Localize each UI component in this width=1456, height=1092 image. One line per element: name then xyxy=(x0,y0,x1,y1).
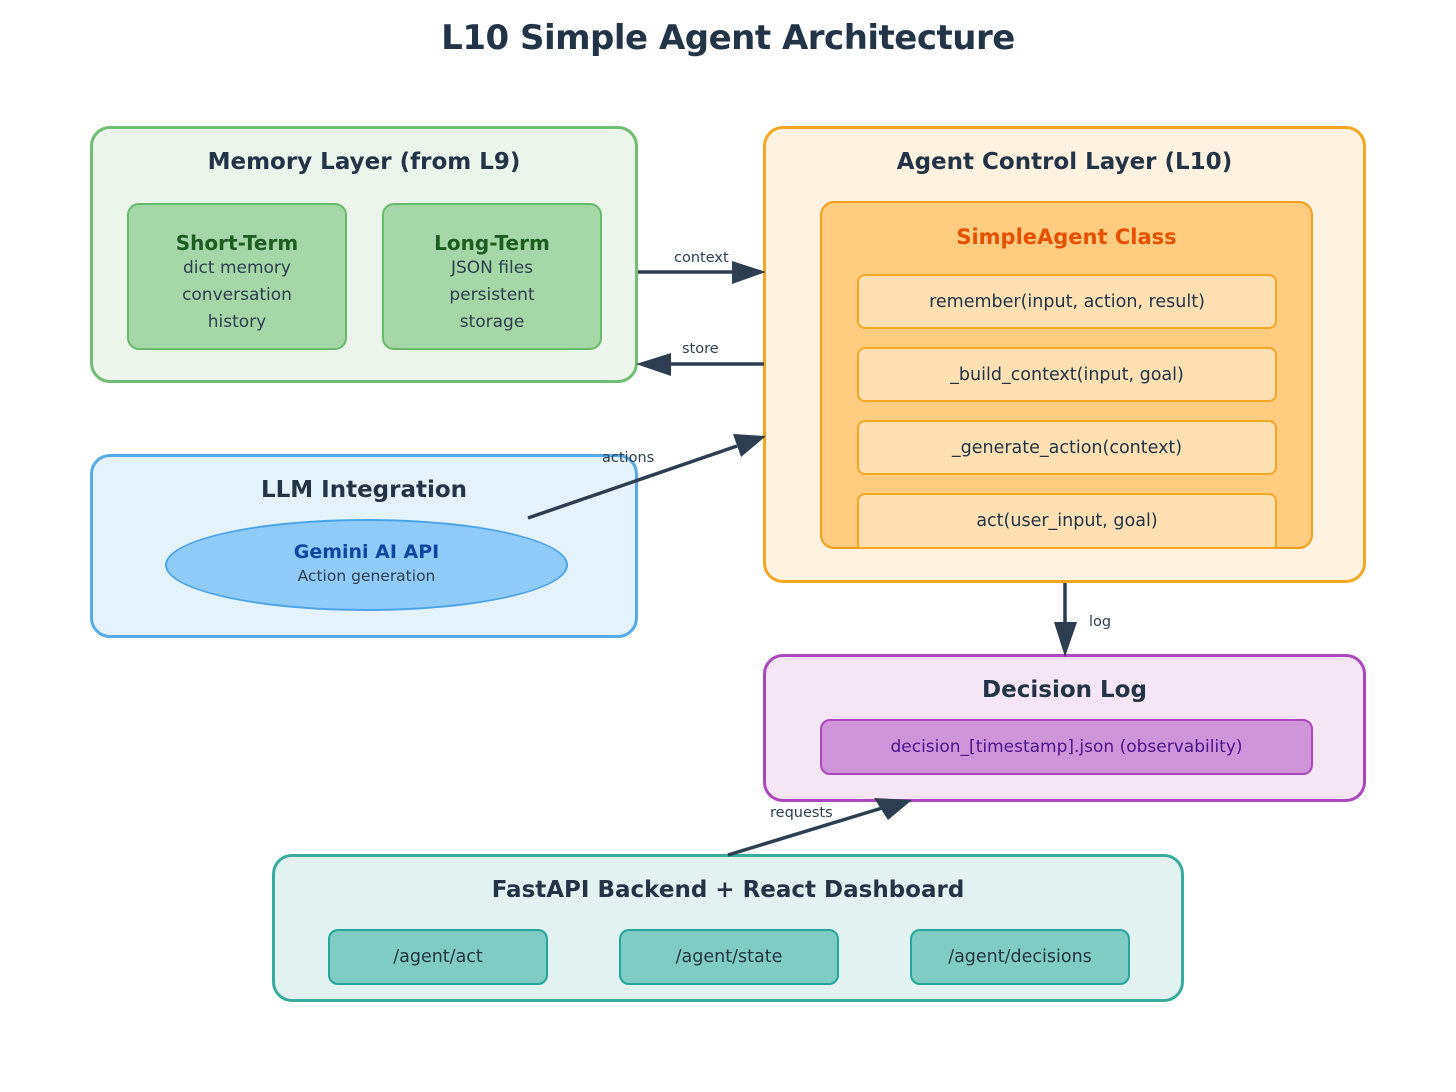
backend-title: FastAPI Backend + React Dashboard xyxy=(491,877,965,903)
decision-log-title: Decision Log xyxy=(982,677,1147,703)
llm-integration-title: LLM Integration xyxy=(260,477,468,503)
short-term-heading: Short-Term xyxy=(175,231,299,255)
long-term-memory-card: Long-Term JSON files persistent storage xyxy=(382,203,602,350)
context-label: context xyxy=(674,250,729,266)
endpoint-agent-decisions: /agent/decisions xyxy=(910,929,1130,985)
long-term-line: persistent xyxy=(449,285,535,305)
agent-control-layer-box: Agent Control Layer (L10) SimpleAgent Cl… xyxy=(763,126,1366,583)
short-term-line: conversation xyxy=(182,285,292,305)
memory-layer-box: Memory Layer (from L9) Short-Term dict m… xyxy=(90,126,638,383)
short-term-memory-card: Short-Term dict memory conversation hist… xyxy=(127,203,347,350)
log-arrow xyxy=(1054,583,1077,657)
long-term-line: storage xyxy=(459,312,525,332)
actions-arrowhead xyxy=(733,434,766,457)
llm-integration-box: LLM Integration Gemini AI API Action gen… xyxy=(90,454,638,638)
agent-control-layer-title: Agent Control Layer (L10) xyxy=(896,149,1233,175)
store-label: store xyxy=(682,341,719,357)
backend-box: FastAPI Backend + React Dashboard /agent… xyxy=(272,854,1184,1002)
gemini-api-desc: Action generation xyxy=(297,567,436,585)
decision-log-box: Decision Log decision_[timestamp].json (… xyxy=(763,654,1366,802)
method-build-context: _build_context(input, goal) xyxy=(857,347,1277,402)
context-arrowhead xyxy=(732,261,766,284)
short-term-line: history xyxy=(207,312,267,332)
diagram-title: L10 Simple Agent Architecture xyxy=(441,18,1015,58)
method-act: act(user_input, goal) xyxy=(857,493,1277,549)
decision-log-file: decision_[timestamp].json (observability… xyxy=(820,719,1313,775)
gemini-api-ellipse: Gemini AI API Action generation xyxy=(165,519,568,611)
endpoint-agent-act: /agent/act xyxy=(328,929,548,985)
store-arrowhead xyxy=(636,353,671,376)
method-generate-action: _generate_action(context) xyxy=(857,420,1277,475)
log-arrowhead xyxy=(1054,622,1077,657)
simpleagent-class-title: SimpleAgent Class xyxy=(956,225,1177,249)
memory-layer-title: Memory Layer (from L9) xyxy=(207,149,521,175)
log-label: log xyxy=(1089,614,1112,630)
long-term-line: JSON files xyxy=(450,258,534,278)
requests-label: requests xyxy=(770,805,833,821)
gemini-api-name: Gemini AI API xyxy=(293,541,440,563)
simpleagent-class-box: SimpleAgent Class remember(input, action… xyxy=(820,201,1313,549)
short-term-line: dict memory xyxy=(183,258,291,278)
method-remember: remember(input, action, result) xyxy=(857,274,1277,329)
long-term-heading: Long-Term xyxy=(434,231,550,255)
endpoint-agent-state: /agent/state xyxy=(619,929,839,985)
actions-label: actions xyxy=(602,450,655,466)
